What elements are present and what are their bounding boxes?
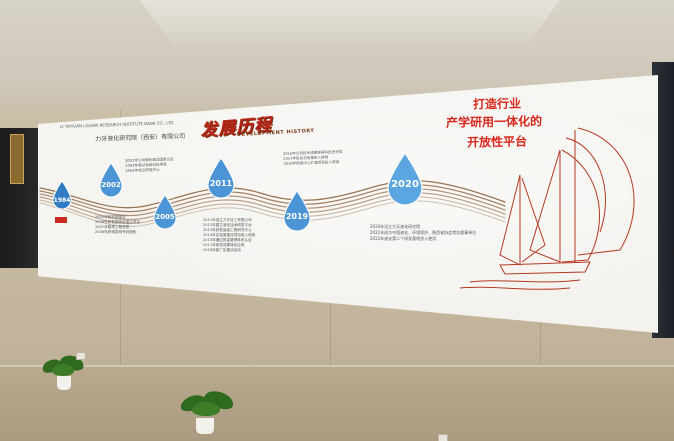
water-drop-icon bbox=[52, 180, 72, 210]
entry-line: 2005年研究院建设 bbox=[95, 215, 126, 219]
drop-2005: 2005 bbox=[153, 194, 177, 230]
entry-block-2020: 2020年设立力天液化研究院 2021年成为中国液化、环境保护、陕西省协会常务理… bbox=[370, 224, 476, 242]
plant-pot bbox=[196, 418, 214, 434]
entry-block-2005: 2005年研究院建设 2006年获批国家级重点项目 2007年取得工程资质 20… bbox=[95, 215, 140, 235]
year-label: 2002 bbox=[101, 181, 121, 189]
year-label: 1984 bbox=[53, 197, 71, 204]
year-label: 2020 bbox=[391, 179, 419, 190]
entry-line: 2006年获批国家级重点项目 bbox=[95, 220, 141, 224]
wall-outlet bbox=[76, 352, 86, 360]
slogan-line-1: 打造行业 bbox=[472, 96, 522, 112]
slogan-line-3: 开放性平台 bbox=[466, 134, 528, 150]
slogan-line-2: 产学研用一体化的 bbox=[445, 114, 543, 130]
sailboat-illustration bbox=[459, 127, 635, 290]
ceiling-light-slot bbox=[140, 0, 560, 46]
plant-leaves bbox=[52, 364, 74, 376]
wall-outlet bbox=[438, 434, 448, 441]
entry-line: 2013年获批省级工程研究中心 bbox=[203, 228, 252, 232]
entry-line: 2017年研发成果转化应用 bbox=[203, 243, 245, 247]
floor-skirting bbox=[0, 365, 674, 367]
entry-line: 2007年取得工程资质 bbox=[95, 225, 130, 229]
water-drop-icon bbox=[207, 157, 235, 199]
water-drop-icon bbox=[99, 162, 123, 198]
drop-2011: 2011 bbox=[207, 157, 235, 199]
entry-line: 2014年实验室建设项目投入使用 bbox=[203, 233, 256, 237]
water-drop-icon bbox=[387, 151, 423, 206]
drop-2019: 2019 bbox=[283, 190, 311, 232]
year-label: 2011 bbox=[209, 179, 233, 188]
entry-block-2011: 2011年成立力天化工有限公司 2012年建立液化技术研发平台 2013年获批省… bbox=[203, 218, 255, 253]
entry-line: 2012年建立液化技术研发平台 bbox=[203, 223, 252, 227]
entry-line: 2018年新厂区建设启动 bbox=[203, 248, 241, 252]
entry-line: 2008年获得发明专利授权 bbox=[95, 230, 137, 234]
entry-block-2019: 2016年公司技术成果获得科技进步奖 2017年综合实验楼投入使用 2018年研… bbox=[283, 150, 343, 167]
entry-line: 2015年通过质量管理体系认证 bbox=[203, 238, 252, 242]
plant-pot bbox=[57, 376, 71, 390]
floor bbox=[0, 365, 674, 441]
water-drop-icon bbox=[283, 190, 311, 232]
entry-line: 2011年成立力天化工有限公司 bbox=[203, 218, 252, 222]
drop-2020: 2020 bbox=[387, 151, 423, 206]
plant-leaves bbox=[192, 402, 220, 416]
entry-line: 2022年液化第二个研发基地投入使用 bbox=[370, 236, 437, 241]
entry-block-2002: 2002年公司顺利通过国家认定 2003年通过省级科技项目 2004年成立研发中… bbox=[125, 157, 174, 174]
drop-1984: 1984 bbox=[52, 180, 72, 210]
year-label: 2005 bbox=[155, 213, 175, 221]
year-1984-badge bbox=[55, 217, 67, 223]
entry-line: 2020年设立力天液化研究院 bbox=[370, 224, 421, 229]
entry-line: 2021年成为中国液化、环境保护、陕西省协会常务理事单位 bbox=[370, 230, 477, 235]
water-drop-icon bbox=[153, 194, 177, 230]
year-label: 2019 bbox=[285, 212, 309, 221]
gold-plaque bbox=[10, 134, 24, 184]
drop-2002: 2002 bbox=[99, 162, 123, 198]
